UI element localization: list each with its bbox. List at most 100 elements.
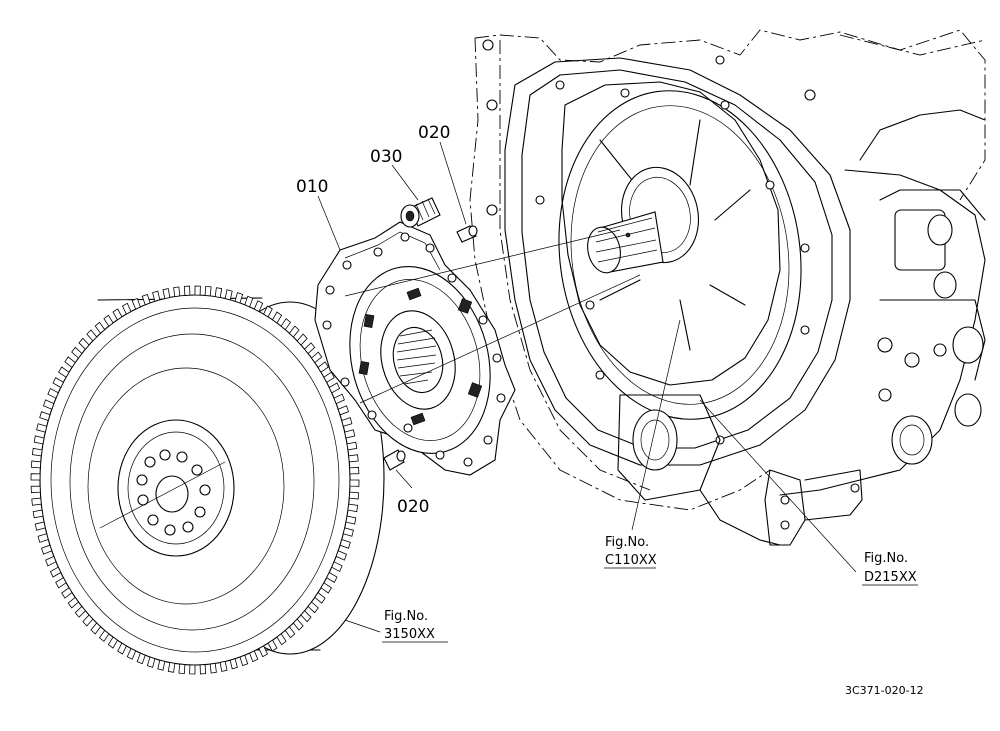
gear-tooth bbox=[58, 366, 70, 378]
gear-tooth bbox=[74, 605, 86, 618]
gear-tooth bbox=[345, 515, 357, 525]
fig-ref-d215-code: D215XX bbox=[864, 570, 917, 585]
gear-tooth bbox=[183, 285, 191, 296]
part-label-030: 030 bbox=[370, 147, 402, 167]
gear-tooth bbox=[249, 650, 259, 663]
gear-tooth bbox=[173, 286, 181, 298]
gear-tooth bbox=[55, 577, 67, 589]
gear-tooth bbox=[209, 662, 217, 674]
gear-tooth bbox=[103, 314, 114, 327]
gear-tooth bbox=[167, 662, 176, 673]
gear-tooth bbox=[30, 485, 41, 494]
gear-tooth bbox=[141, 293, 151, 306]
gear-tooth bbox=[331, 561, 343, 573]
gear-tooth bbox=[258, 645, 269, 658]
gear-tooth bbox=[37, 533, 49, 543]
gear-tooth bbox=[335, 550, 348, 561]
gear-tooth bbox=[152, 290, 161, 302]
gear-tooth bbox=[307, 601, 319, 614]
gear-tooth bbox=[107, 636, 119, 649]
gear-tooth bbox=[98, 629, 110, 642]
gear-tooth bbox=[157, 659, 166, 671]
ring-gear-teeth bbox=[30, 285, 360, 675]
gear-tooth bbox=[39, 411, 51, 422]
gear-tooth bbox=[239, 654, 249, 667]
part-label-020-lower: 020 bbox=[397, 497, 429, 517]
gear-tooth bbox=[349, 479, 360, 487]
gear-tooth bbox=[33, 435, 45, 445]
gear-tooth bbox=[339, 538, 351, 549]
gear-tooth bbox=[112, 308, 123, 321]
gear-tooth bbox=[189, 664, 196, 675]
gear-tooth bbox=[326, 571, 338, 583]
gear-tooth bbox=[146, 656, 156, 668]
fig-ref-d215: Fig.No. D215XX bbox=[862, 551, 918, 586]
gear-tooth bbox=[271, 311, 283, 324]
part-label-020-upper: 020 bbox=[418, 123, 450, 143]
gear-tooth bbox=[178, 663, 186, 675]
gear-tooth bbox=[199, 664, 207, 675]
gear-tooth bbox=[342, 527, 354, 537]
fig-ref-3150-caption: Fig.No. bbox=[384, 609, 428, 624]
gear-tooth bbox=[162, 288, 171, 300]
gear-tooth bbox=[30, 473, 41, 481]
gear-tooth bbox=[71, 346, 83, 359]
gear-tooth bbox=[234, 292, 244, 304]
gear-tooth bbox=[276, 633, 287, 646]
gear-tooth bbox=[323, 371, 335, 383]
gear-tooth bbox=[214, 287, 223, 298]
fig-ref-3150-code: 3150XX bbox=[384, 627, 435, 642]
gear-tooth bbox=[292, 618, 304, 631]
gear-tooth bbox=[40, 544, 53, 555]
gear-tooth bbox=[337, 405, 350, 416]
gear-tooth bbox=[280, 318, 292, 331]
gear-tooth bbox=[121, 302, 132, 315]
gear-tooth bbox=[346, 441, 358, 451]
dowel-pin-lower bbox=[383, 449, 406, 471]
gear-tooth bbox=[67, 596, 80, 609]
fig-ref-c110-caption: Fig.No. bbox=[605, 535, 649, 550]
gear-tooth bbox=[86, 329, 98, 342]
gear-tooth bbox=[47, 387, 59, 399]
fig-ref-c110-code: C110XX bbox=[605, 553, 657, 568]
gear-tooth bbox=[348, 454, 359, 463]
gear-tooth bbox=[317, 361, 329, 373]
gear-tooth bbox=[253, 300, 264, 313]
gear-tooth bbox=[347, 503, 359, 513]
clutch-disc bbox=[314, 221, 516, 476]
gear-tooth bbox=[284, 626, 296, 639]
gear-tooth bbox=[348, 491, 360, 500]
gear-tooth bbox=[30, 460, 42, 469]
gear-tooth bbox=[219, 660, 228, 672]
dowel-pin-upper bbox=[456, 225, 478, 243]
gear-tooth bbox=[61, 587, 73, 599]
fig-ref-d215-caption: Fig.No. bbox=[864, 551, 908, 566]
gear-tooth bbox=[34, 521, 46, 531]
gear-tooth bbox=[117, 642, 127, 655]
gear-tooth bbox=[344, 429, 356, 439]
gear-tooth bbox=[45, 555, 57, 567]
gear-tooth bbox=[244, 295, 254, 308]
transmission-housing bbox=[469, 29, 986, 546]
gear-tooth bbox=[78, 337, 90, 350]
flywheel bbox=[30, 254, 441, 675]
gear-tooth bbox=[94, 321, 106, 334]
gear-tooth bbox=[64, 356, 76, 368]
gear-tooth bbox=[333, 393, 345, 405]
gear-tooth bbox=[31, 447, 43, 457]
gear-tooth bbox=[267, 639, 278, 652]
gear-tooth bbox=[42, 399, 55, 410]
gear-tooth bbox=[296, 333, 308, 346]
gear-tooth bbox=[314, 592, 326, 604]
gear-tooth bbox=[126, 647, 137, 660]
gear-tooth bbox=[90, 622, 102, 635]
fig-ref-c110: Fig.No. C110XX bbox=[604, 535, 657, 569]
gear-tooth bbox=[310, 351, 323, 364]
drawing-number: 3C371-020-12 bbox=[845, 684, 924, 697]
gear-tooth bbox=[194, 285, 201, 296]
gear-tooth bbox=[304, 342, 316, 355]
gear-tooth bbox=[229, 658, 238, 670]
gear-tooth bbox=[328, 382, 341, 394]
gear-tooth bbox=[300, 610, 312, 623]
